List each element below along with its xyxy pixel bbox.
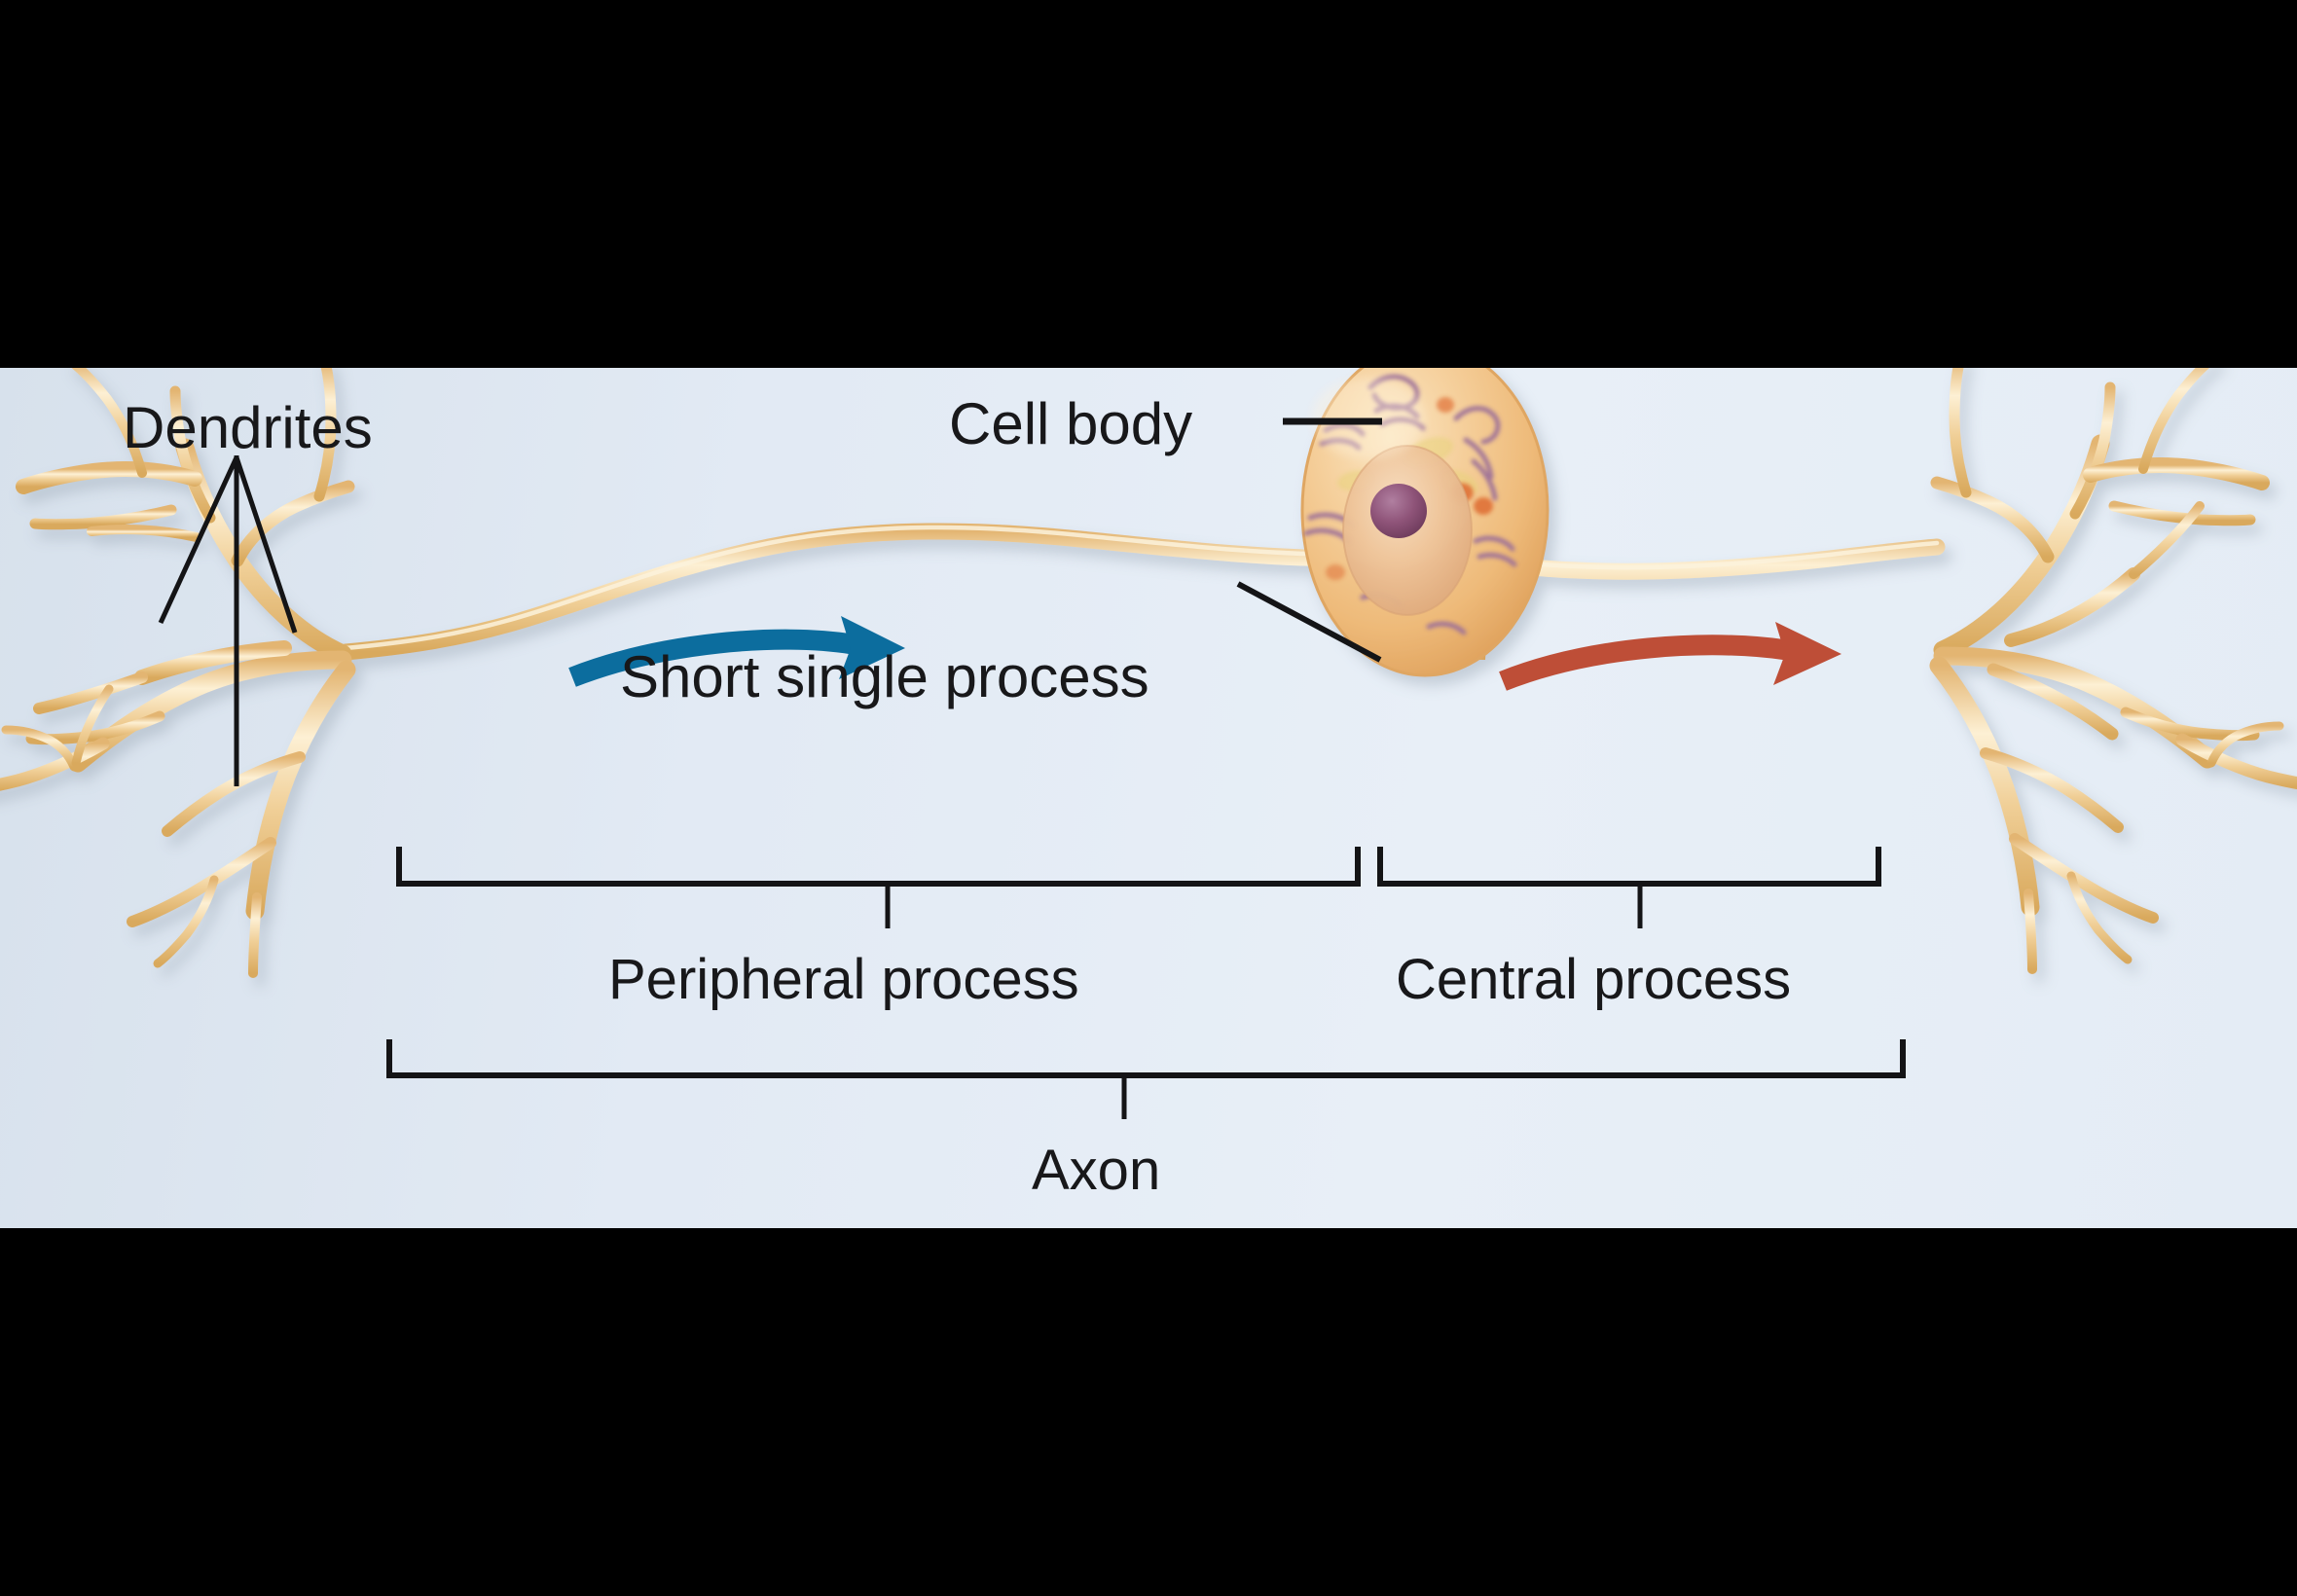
left-dendritic-arbor [0,368,348,973]
label-central-process: Central process [1396,948,1792,1011]
neuron-illustration [0,368,2297,1119]
axon-fiber [337,523,1946,661]
central-conduction-arrow [1499,622,1841,691]
label-dendrites: Dendrites [123,395,373,460]
central-process-bracket [1377,847,1881,928]
short-single-process-leader [1236,581,1382,663]
letterbox-bottom [0,1228,2297,1596]
leader-lines [158,417,1382,786]
peripheral-conduction-arrow [568,616,905,687]
label-cell-body: Cell body [949,391,1193,456]
dendrites-leader-left [158,455,239,625]
right-terminal-arbor [1937,368,2297,969]
dendrites-leader-right [234,456,298,634]
bracket-group [386,847,1906,1119]
peripheral-process-bracket [396,847,1361,928]
label-axon: Axon [1032,1139,1161,1202]
letterbox-top [0,0,2297,368]
axon-bracket [386,1039,1906,1119]
label-peripheral-process: Peripheral process [608,948,1079,1011]
label-short-single-process: Short single process [620,644,1149,709]
illustration-panel: Dendrites Cell body Short single process… [0,368,2297,1228]
